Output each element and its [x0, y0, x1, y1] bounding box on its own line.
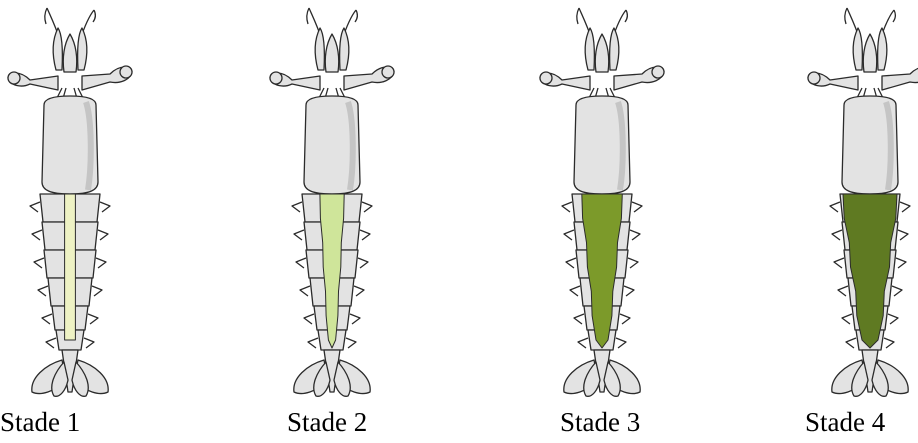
- rostrum: [325, 34, 339, 72]
- rostrum: [595, 34, 609, 72]
- claw-right: [882, 67, 918, 90]
- antennule-right: [878, 28, 887, 70]
- eye-left: [808, 72, 820, 84]
- antennule-left: [853, 28, 862, 70]
- eye-right: [120, 66, 132, 78]
- stage-caption: Stade 1: [0, 404, 80, 440]
- shrimp-body: [808, 8, 918, 396]
- shrimp-illustration: [262, 0, 402, 405]
- antennule-right: [78, 28, 87, 70]
- antennule-left: [315, 28, 324, 70]
- antennule-left: [585, 28, 594, 70]
- stage-caption: Stade 2: [287, 404, 367, 440]
- stage-caption: Stade 4: [805, 404, 885, 440]
- eye-right: [382, 66, 394, 78]
- eye-left: [540, 72, 552, 84]
- antennule-right: [340, 28, 349, 70]
- rostrum: [63, 34, 77, 72]
- antennule-left: [53, 28, 62, 70]
- stage-panel: Stade 2: [262, 0, 402, 443]
- stage-panel: Stade 1: [0, 0, 140, 443]
- antennule-right: [610, 28, 619, 70]
- shrimp-illustration: [532, 0, 672, 405]
- stage-panel: Stade 4: [800, 0, 918, 443]
- shrimp-illustration: [0, 0, 140, 405]
- stage-panel: Stade 3: [532, 0, 672, 443]
- shrimp-body: [270, 8, 394, 396]
- eye-right: [652, 66, 664, 78]
- gonad-fill: [65, 194, 76, 340]
- gonad-fill: [843, 194, 897, 348]
- shrimp-body: [540, 8, 664, 396]
- eye-left: [8, 72, 20, 84]
- eye-left: [270, 72, 282, 84]
- shrimp-illustration: [800, 0, 918, 405]
- shrimp-body: [8, 8, 132, 396]
- stage-caption: Stade 3: [560, 404, 640, 440]
- rostrum: [863, 34, 877, 72]
